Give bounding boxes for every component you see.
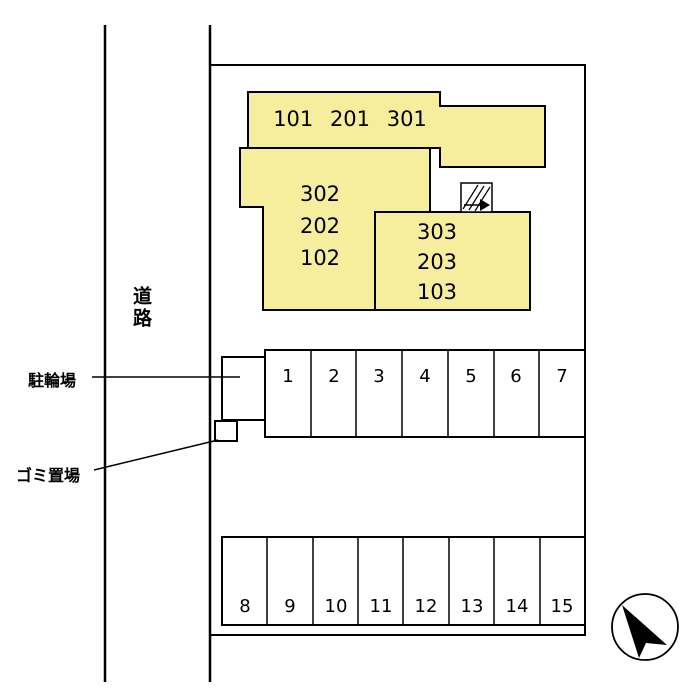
parking-stall-number: 6 — [510, 366, 522, 387]
bicycle-area-label: 駐輪場 — [28, 371, 77, 390]
unit-103-label: 103 — [416, 280, 458, 304]
parking-stall-number: 5 — [465, 366, 477, 387]
parking-stall-number: 13 — [460, 596, 484, 617]
north-arrow-icon — [611, 593, 679, 661]
unit-202-label: 202 — [299, 214, 341, 238]
building-right-outline — [374, 211, 531, 311]
parking-stall-number: 3 — [373, 366, 385, 387]
unit-203-label: 203 — [416, 250, 458, 274]
unit-302-label: 302 — [299, 182, 341, 206]
building-top-units-label: 101 201 301 — [273, 107, 427, 131]
stairs-icon — [460, 182, 493, 213]
road-label: 道路 — [130, 286, 152, 330]
garbage-area-label: ゴミ置場 — [16, 466, 81, 485]
parking-stall-number: 10 — [324, 596, 348, 617]
bicycle-area-outline — [221, 356, 266, 421]
parking-stall-number: 12 — [414, 596, 438, 617]
parking-stall-number: 9 — [284, 596, 296, 617]
parking-stall-number: 2 — [328, 366, 340, 387]
garbage-leader-line — [93, 439, 219, 471]
parking-stall-number: 7 — [556, 366, 568, 387]
parking-stall-number: 11 — [369, 596, 393, 617]
parking-stall-number: 14 — [505, 596, 529, 617]
unit-303-label: 303 — [416, 220, 458, 244]
unit-102-label: 102 — [299, 246, 341, 270]
parking-stall-number: 8 — [239, 596, 251, 617]
garbage-area-outline — [214, 420, 238, 442]
parking-stall-number: 4 — [419, 366, 431, 387]
parking-row1-outline — [264, 349, 586, 438]
parking-stall-number: 15 — [550, 596, 574, 617]
parking-stall-number: 1 — [282, 366, 294, 387]
